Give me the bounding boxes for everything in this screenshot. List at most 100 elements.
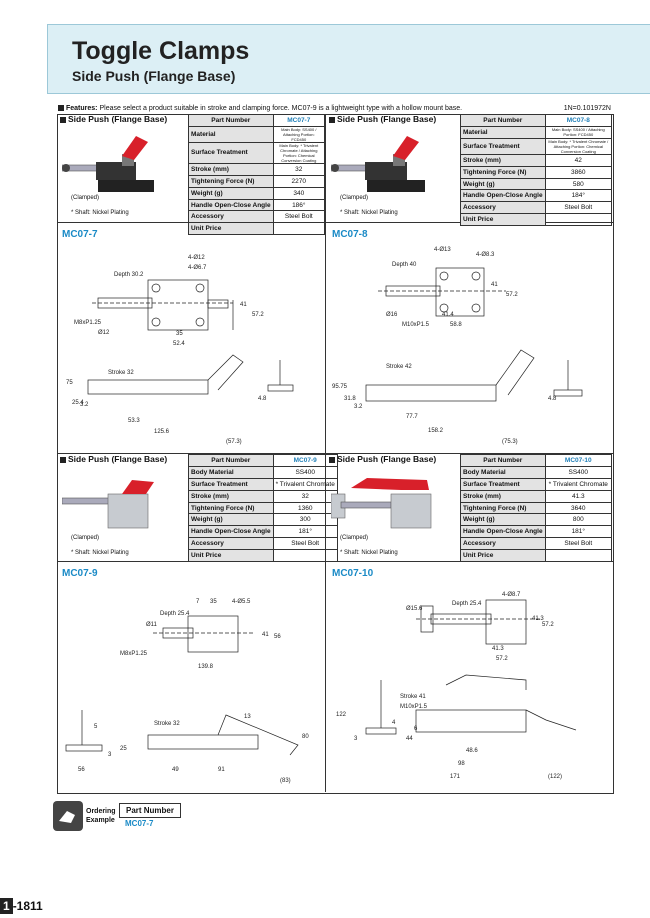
spec-value (544, 213, 613, 227)
spec-key: Part Number (188, 114, 274, 127)
spec-key: Stroke (mm) (460, 153, 546, 167)
product-heading: Side Push (Flange Base) (326, 454, 457, 466)
spec-key: Surface Treatment (188, 477, 274, 491)
spec-value: 580 (544, 177, 613, 191)
page-number: 1-1811 (0, 898, 43, 914)
product-heading: Side Push (Flange Base) (57, 114, 188, 126)
dim-label: 3.2 (354, 404, 363, 410)
dim-label: Stroke 32 (154, 721, 180, 727)
drawing-mc07-9: 7 35 4-Ø5.5 Depth 25.4 Ø11 41 56 M8xP1.2… (58, 580, 324, 790)
spec-key: Handle Open-Close Angle (460, 189, 546, 203)
dim-label: Depth 40 (392, 262, 417, 268)
dim-label: 122 (336, 712, 347, 718)
product-photo (330, 472, 446, 534)
dim-label: 125.6 (154, 429, 170, 435)
dim-label: 57.2 (542, 622, 554, 628)
spec-value: 800 (544, 513, 613, 527)
spec-value (272, 222, 326, 236)
spec-value: 32 (272, 162, 326, 176)
spec-key: Unit Price (188, 222, 274, 236)
row-divider (57, 453, 614, 454)
spec-value: * Trivalent Chromate (544, 477, 613, 491)
spec-value: MC07-8 (544, 114, 613, 127)
dim-label: M8xP1.25 (120, 651, 148, 657)
dim-label: Depth 25.4 (452, 601, 482, 607)
spec-key: Accessory (460, 537, 546, 551)
dim-label: 3 (108, 752, 112, 758)
clamped-note: (Clamped) (340, 195, 369, 201)
drawing-mc07-10: 4-Ø8.7 Ø15.6 Depth 25.4 41.3 57.2 41.3 5… (326, 580, 611, 790)
shaft-note: * Shaft: Nickel Plating (71, 550, 129, 556)
drawing-label: MC07-7 (62, 229, 98, 240)
dim-label: 41 (262, 632, 269, 638)
features-label: Features: (66, 105, 98, 112)
spec-key: Tightening Force (N) (188, 174, 274, 188)
dim-label: (122) (548, 774, 562, 780)
spec-key: Part Number (460, 114, 546, 127)
spec-value: * Trivalent Chromate (272, 477, 338, 491)
dim-label: 35 (210, 599, 217, 605)
spec-value: Steel Bolt (544, 537, 613, 551)
ordering-part-number-label: Part Number (119, 803, 181, 818)
drawing-label: MC07-8 (332, 229, 368, 240)
spec-key: Unit Price (188, 549, 274, 563)
spec-key: Body Material (188, 465, 274, 479)
dim-label: 41 (491, 282, 498, 288)
bullet-square-icon (60, 456, 66, 463)
spec-key: Material (460, 125, 546, 139)
dim-label: 91 (218, 767, 225, 773)
features-text: Please select a product suitable in stro… (99, 105, 463, 112)
dim-label: 98 (458, 761, 465, 767)
dim-label: Ø11 (146, 622, 158, 628)
product-photo (61, 472, 177, 534)
spec-key: Part Number (188, 454, 274, 467)
spec-value: SS400 (272, 465, 338, 479)
spec-value: Steel Bolt (544, 201, 613, 215)
product-block-mc07-9: Side Push (Flange Base) (Clamped) * Shaf… (57, 454, 338, 563)
spec-key: Weight (g) (188, 186, 274, 200)
row-divider (57, 222, 614, 223)
spec-value: Main Body: * Trivalent Chromate / Attach… (272, 141, 326, 164)
spec-key: Weight (g) (188, 513, 274, 527)
dim-label: 44 (406, 736, 413, 742)
spec-key: Weight (g) (460, 177, 546, 191)
product-photo (61, 132, 177, 194)
spec-value: 3640 (544, 501, 613, 515)
dim-label: 4-Ø12 (188, 255, 205, 261)
dim-label: Depth 30.2 (114, 272, 144, 278)
page-subtitle: Side Push (Flange Base) (72, 68, 236, 84)
dim-label: Ø12 (98, 330, 110, 336)
spec-key: Handle Open-Close Angle (188, 525, 274, 539)
spec-value: 41.3 (544, 489, 613, 503)
dim-label: 5 (94, 724, 98, 730)
drawing-mc07-7: 4-Ø12 4-Ø6.7 Depth 30.2 41 57.2 M8xP1.25… (58, 240, 324, 452)
dim-label: 31.8 (344, 396, 356, 402)
spec-key: Accessory (188, 210, 274, 224)
spec-key: Accessory (460, 201, 546, 215)
spec-key: Surface Treatment (188, 141, 274, 164)
dim-label: 25.4 (72, 400, 84, 406)
dim-label: (75.3) (502, 439, 518, 445)
dim-label: (57.3) (226, 439, 242, 445)
drawing-label: MC07-9 (62, 568, 98, 579)
spec-key: Weight (g) (460, 513, 546, 527)
shaft-note: * Shaft: Nickel Plating (340, 210, 398, 216)
dim-label: 75 (66, 380, 73, 386)
spec-key: Tightening Force (N) (188, 501, 274, 515)
dim-label: 57.2 (506, 292, 518, 298)
spec-value (544, 549, 613, 563)
bullet-square-icon (58, 105, 64, 112)
spec-key: Surface Treatment (460, 477, 546, 491)
spec-value: SS400 (544, 465, 613, 479)
spec-key: Surface Treatment (460, 137, 546, 155)
spec-key: Unit Price (460, 549, 546, 563)
product-heading: Side Push (Flange Base) (326, 114, 457, 126)
dim-label: 56 (78, 767, 85, 773)
dim-label: Ø16 (386, 312, 398, 318)
spec-key: Handle Open-Close Angle (188, 198, 274, 212)
clamped-note: (Clamped) (71, 195, 100, 201)
page-header: Toggle Clamps Side Push (Flange Base) (47, 24, 650, 94)
bullet-square-icon (60, 116, 66, 123)
